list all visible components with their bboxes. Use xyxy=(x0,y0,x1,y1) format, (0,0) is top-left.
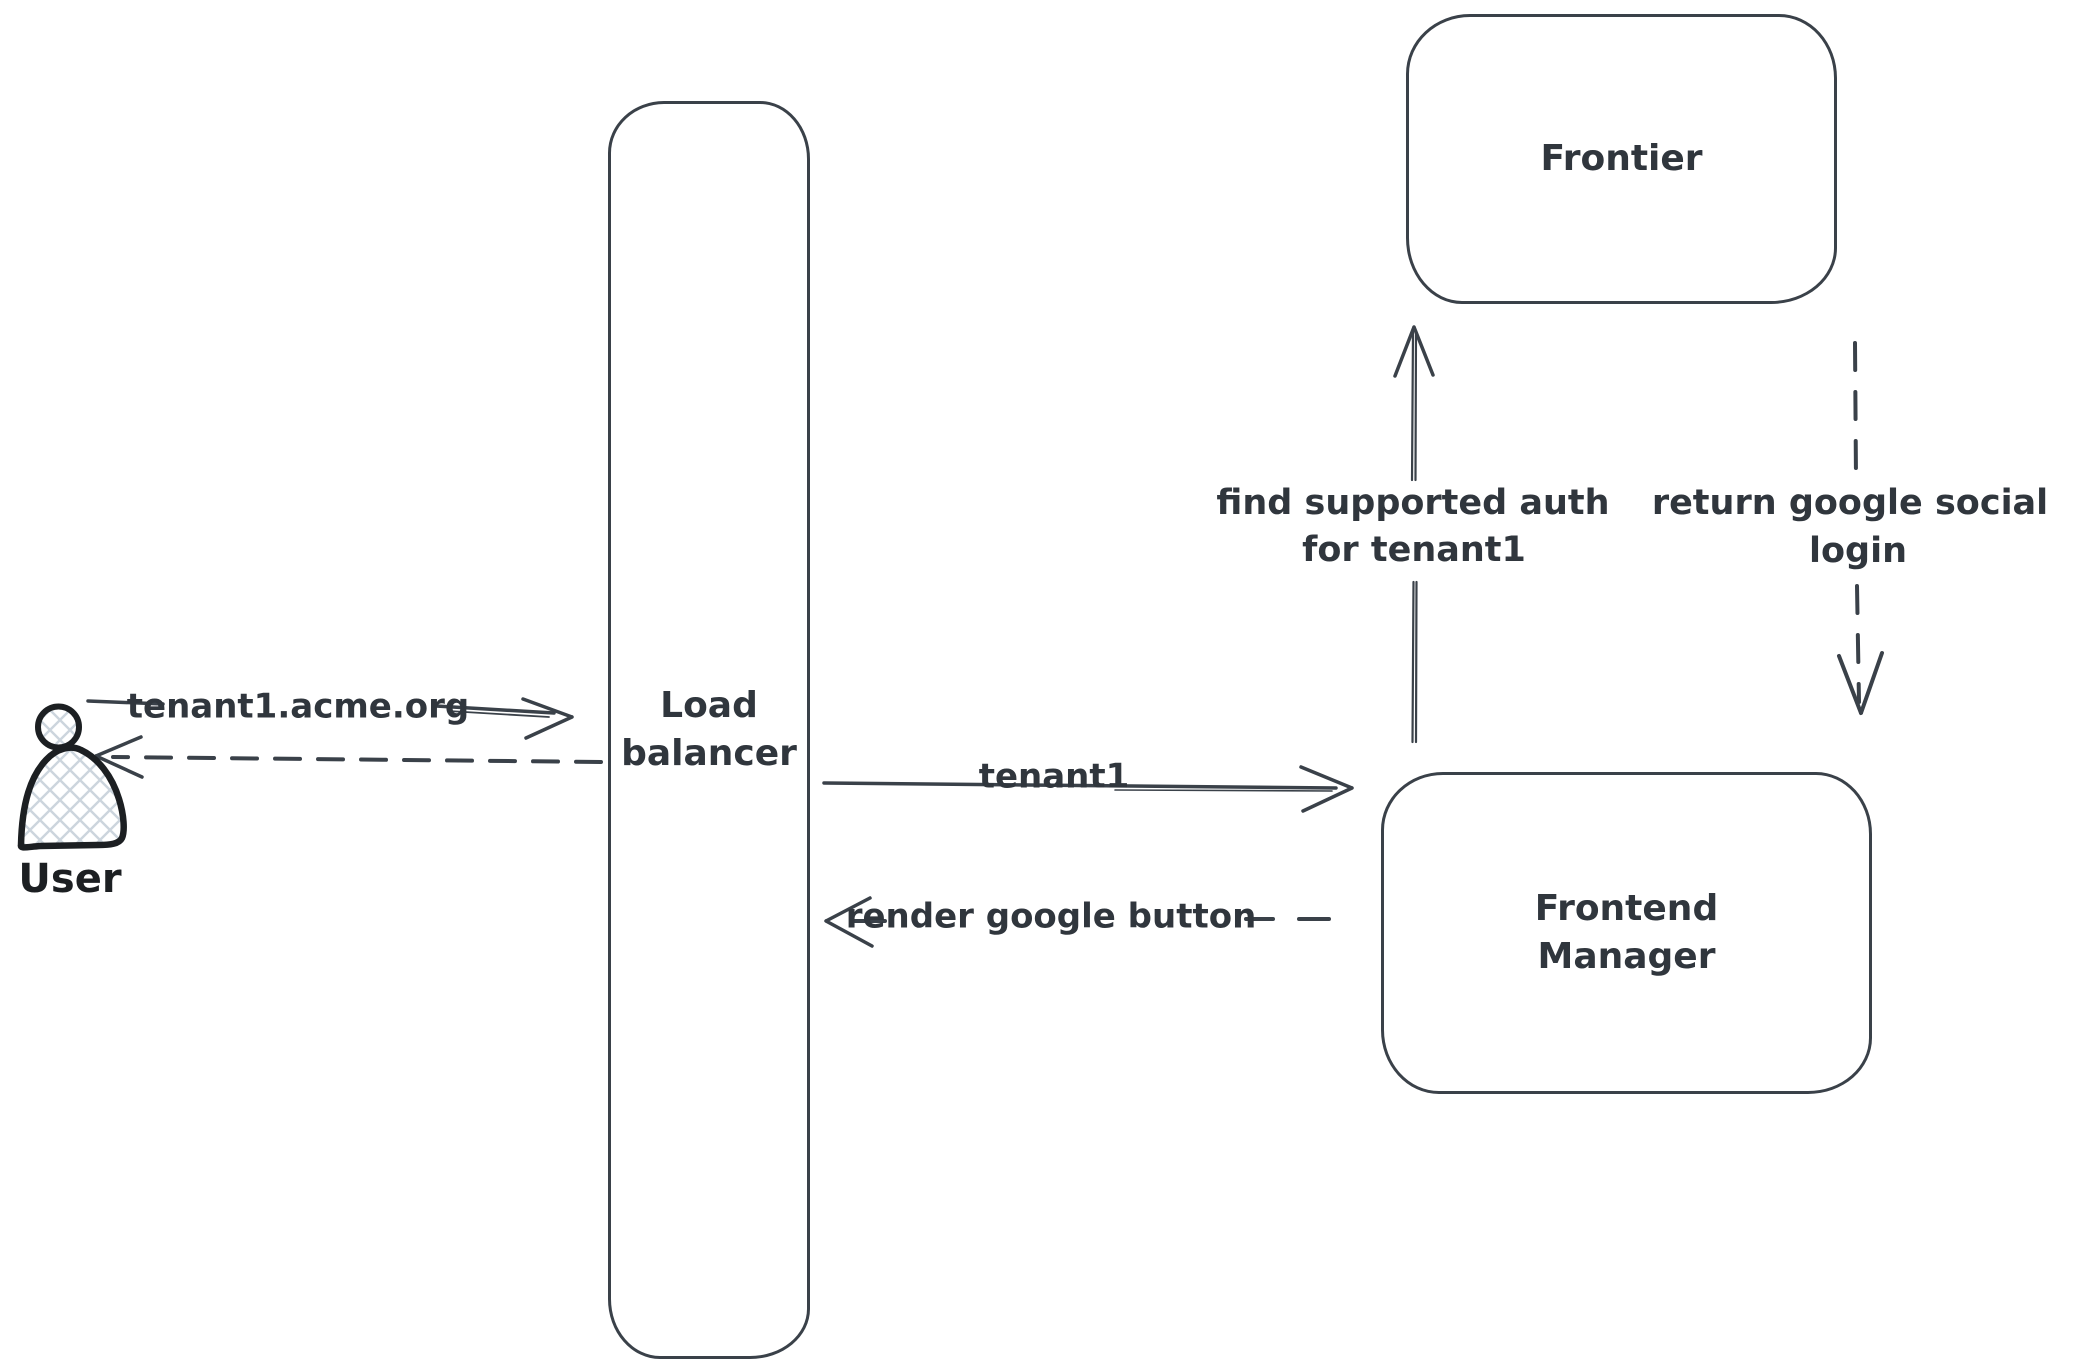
edge-label-render-google-button: render google button xyxy=(845,896,1257,937)
edge-label-tenant1-acme-org: tenant1.acme.org xyxy=(126,686,470,727)
arrowhead-down-icon xyxy=(1837,651,1884,715)
arrowhead-right-icon xyxy=(521,697,574,740)
load-balancer-label-line2: balancer xyxy=(621,733,797,774)
arrowhead-right-icon xyxy=(1299,765,1354,813)
arrow-return-google-social xyxy=(1837,341,1884,715)
arrow-user-response xyxy=(94,735,603,779)
load-balancer-label-line1: Load xyxy=(660,685,758,727)
frontier-label: Frontier xyxy=(1540,138,1703,180)
node-frontend-manager: Frontend Manager xyxy=(1381,772,1872,1094)
frontend-manager-label-line2: Manager xyxy=(1537,936,1716,977)
edge-label-return-google-social-line2: login xyxy=(1808,530,1908,571)
arrowhead-up-icon xyxy=(1393,325,1435,378)
node-frontier: Frontier xyxy=(1406,14,1837,304)
user-icon-body xyxy=(17,744,127,851)
node-load-balancer: Load balancer xyxy=(608,101,810,1359)
edge-label-tenant1: tenant1 xyxy=(978,756,1130,797)
user-icon xyxy=(17,703,127,851)
edge-label-return-google-social-line1: return google social xyxy=(1651,482,2049,523)
user-icon-head xyxy=(35,703,82,751)
frontend-manager-label-line1: Frontend xyxy=(1534,888,1719,930)
edge-label-find-supported-auth-line1: find supported auth xyxy=(1216,482,1610,523)
user-label: User xyxy=(18,856,122,902)
edge-label-find-supported-auth-line2: for tenant1 xyxy=(1302,529,1526,570)
arrowhead-left-icon xyxy=(94,735,144,779)
